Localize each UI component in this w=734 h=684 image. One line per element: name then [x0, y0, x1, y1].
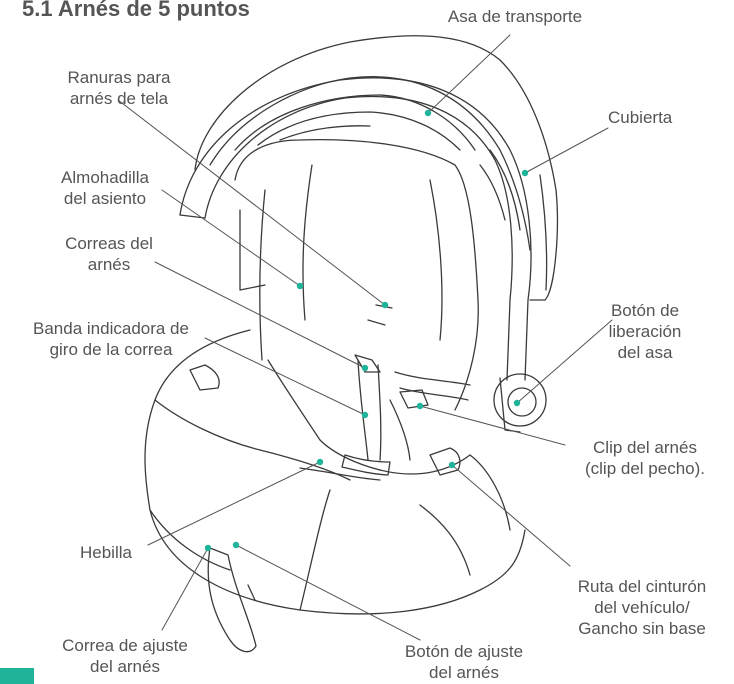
label-carry-handle: Asa de transporte — [447, 7, 583, 26]
label-chest-clip: Clip del arnés(clip del pecho). — [584, 438, 705, 478]
carry-handle-outline — [179, 77, 532, 381]
canopy-outline — [194, 35, 558, 301]
seat-back-outline — [234, 139, 479, 411]
page-corner-tab — [0, 668, 34, 684]
label-buckle: Hebilla — [80, 543, 132, 562]
harness-straps — [357, 359, 369, 461]
handle-hub — [493, 373, 547, 427]
label-canopy: Cubierta — [608, 108, 673, 127]
section-title: 5.1 Arnés de 5 puntos — [22, 0, 250, 21]
canopy-inner — [209, 76, 531, 251]
seat-shell-outline — [144, 329, 526, 615]
adjust-strap — [207, 547, 257, 653]
